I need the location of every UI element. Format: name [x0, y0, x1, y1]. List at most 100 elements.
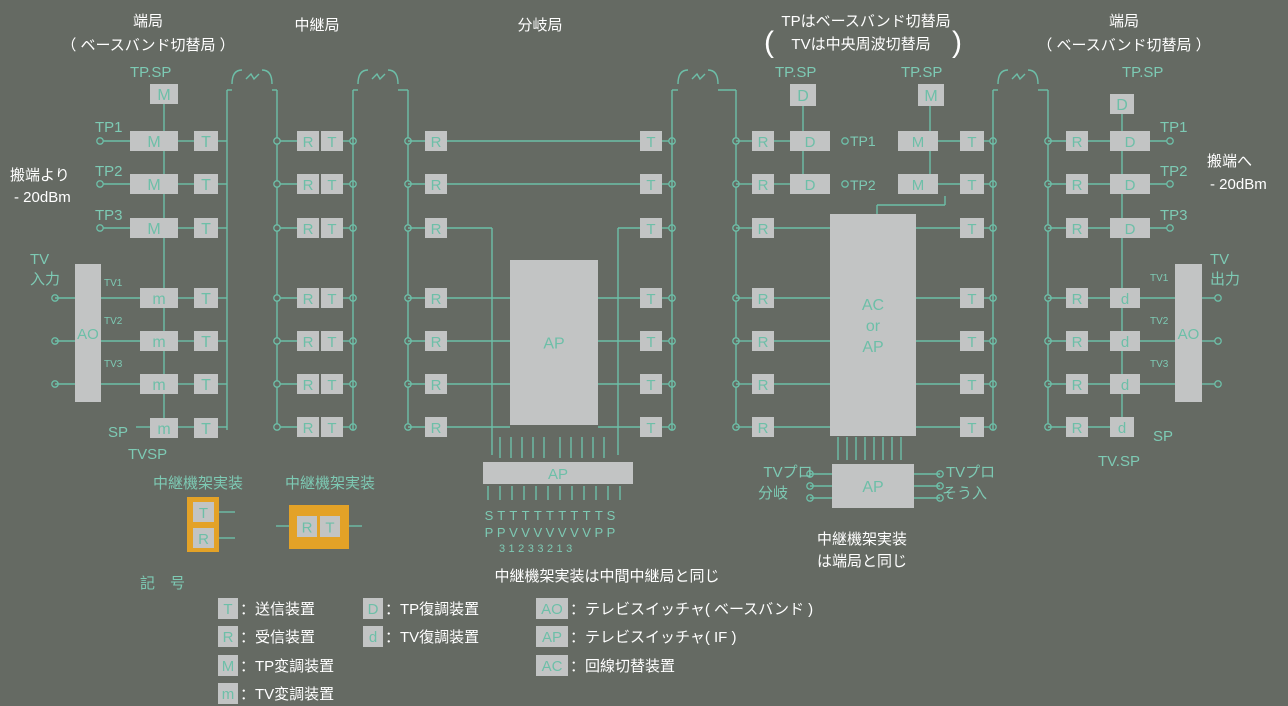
right-demodulator-tv-2-box [1110, 331, 1140, 351]
header-terminal-right-sub: （ ベースバンド切替局 ） [1037, 37, 1210, 54]
terminal-node [1166, 137, 1174, 145]
from-carrier-level: - 20dBm [14, 189, 71, 206]
tv3-right-label: TV3 [1150, 359, 1169, 370]
relay-transmitter-4-label: T [327, 291, 336, 308]
switch-receiver-5-label: R [758, 334, 769, 351]
legend-description: ：回線切替装置 [570, 658, 675, 675]
switcher-ap-switch-box [832, 464, 914, 508]
header-switch-paren-close: ) [952, 26, 962, 59]
tv-pro-branch-label-2: 分岐 [758, 485, 788, 502]
switcher-ap-lower-box [483, 462, 633, 484]
switch-receiver-7-box [752, 417, 774, 437]
legend-symbol-box [536, 626, 568, 647]
ap-col-label-mid: V [546, 525, 555, 540]
rack-relay-receiver-symbol-box [297, 516, 317, 537]
ap-col-label-mid: P [594, 525, 603, 540]
terminal-node [96, 180, 104, 188]
station-headers: 端局 （ ベースバンド切替局 ） 中継局 分岐局 TPはベースバンド切替局 TV… [61, 13, 1210, 59]
tv-out-label-2: 出力 [1210, 271, 1240, 288]
transmitter-left-tv-2-box [194, 331, 218, 351]
switcher-ao-right-box [1175, 264, 1202, 402]
relay-receiver-1-box [297, 131, 319, 151]
demodulator-tp-sp-right-label: D [1116, 97, 1128, 114]
branch-receiver-3-label: R [431, 221, 442, 238]
transmitter-left-tp-1: T [194, 131, 218, 151]
rack-label-relay: 中継機架実装 [285, 475, 375, 492]
legend-symbol: D [368, 601, 379, 618]
ap-col-label-bottom: 2 [547, 543, 553, 555]
modulator-tp-sp-switch-label: M [924, 88, 937, 105]
relay-transmitter-1-box [321, 131, 343, 151]
transmitter-left-tv-2: T [194, 331, 218, 351]
rack-note-right-1: 中継機架実装 [817, 531, 907, 548]
switch-modulator-tp-1-label: M [912, 134, 925, 151]
right-demodulator-tp-1-box [1110, 131, 1150, 151]
right-receiver-tp-2: R [1066, 174, 1088, 194]
carrier-labels: 搬端より - 20dBm 搬端へ - 20dBm [10, 153, 1267, 206]
switcher-ac-ap-box [830, 214, 916, 436]
switcher-ap-branch: AP [510, 260, 598, 425]
radio-link-3-arc-right [707, 69, 719, 85]
terminal-node [1214, 337, 1222, 345]
rack-note-middle: 中継機架実装は中間中継局と同じ [494, 568, 719, 585]
right-receiver-tv-3-box [1066, 374, 1088, 394]
transmitter-left-tv-3: T [194, 374, 218, 394]
right-receiver-tp-1-box [1066, 131, 1088, 151]
transmitter-left-tp-2-label: T [201, 177, 211, 194]
to-carrier-level: - 20dBm [1210, 176, 1267, 193]
terminal-node [273, 294, 281, 302]
from-carrier-label: 搬端より [10, 167, 70, 184]
switch-modulator-tp-2-label: M [912, 177, 925, 194]
demodulator-tp-sp-switch: D [790, 84, 816, 106]
rack-transmitter-symbol-label: T [199, 505, 208, 522]
legend-symbol: m [222, 686, 235, 703]
radio-link-4-arc-right [1027, 69, 1039, 85]
relay-transmitter-7-box [321, 417, 343, 437]
ap-col-label-top: T [570, 508, 578, 523]
right-demodulator-tp-2-box [1110, 174, 1150, 194]
right-receiver-tp-2-box [1066, 174, 1088, 194]
switch-transmitter-7-box [960, 417, 984, 437]
modulator-tp-sp-box [150, 84, 178, 104]
ap-col-label-mid: V [533, 525, 542, 540]
switch-transmitter-2-box [960, 174, 984, 194]
ap-col-label-mid: V [521, 525, 530, 540]
right-receiver-sp-label: R [1072, 420, 1083, 437]
header-terminal-left-sub: （ ベースバンド切替局 ） [61, 37, 234, 54]
to-carrier-label: 搬端へ [1207, 153, 1252, 170]
radio-link-2-arc-right [387, 69, 399, 85]
ap-col-label-top: T [534, 508, 542, 523]
legend-symbol: M [222, 658, 235, 675]
branch-receiver-5-label: R [431, 334, 442, 351]
switch-transmitter-3-label: T [967, 221, 976, 238]
branch-transmitter-1-label: T [646, 134, 655, 151]
branch-receiver-1-label: R [431, 134, 442, 151]
demodulator-tp-sp-switch-label: D [797, 88, 809, 105]
switcher-ao-right-label: AO [1178, 326, 1200, 343]
switch-receiver-3-box [752, 218, 774, 238]
switch-modulator-tp-1-box [898, 131, 938, 151]
tv-in-label: TV [30, 251, 49, 268]
right-demodulator-tv-1-box [1110, 288, 1140, 308]
switch-transmitter-5-box [960, 331, 984, 351]
right-receiver-sp-box [1066, 417, 1088, 437]
ap-col-label-bottom: 3 [537, 543, 543, 555]
modulator-tp-sp: M [150, 84, 178, 104]
branch-transmitter-4-label: T [646, 291, 655, 308]
switcher-ao-left-label: AO [77, 326, 99, 343]
switch-receiver-2-box [752, 174, 774, 194]
right-demodulator-tp-3-label: D [1125, 221, 1136, 238]
transmitter-left-tv-1: T [194, 288, 218, 308]
right-demodulator-tv-3: d [1110, 374, 1140, 394]
relay-receiver-7-label: R [303, 420, 314, 437]
relay-transmitter-1: T [321, 131, 343, 151]
header-switch-tp: TPはベースバンド切替局 [781, 13, 950, 30]
modulator-tp-1-label: M [147, 134, 160, 151]
branch-receiver-1-box [425, 131, 447, 151]
tv-pro-insert-label: TVプロ [946, 464, 995, 481]
switch-transmitter-2: T [960, 174, 984, 194]
tp-sp-switch-label-2: TP.SP [901, 64, 942, 81]
right-receiver-tp-3-box [1066, 218, 1088, 238]
